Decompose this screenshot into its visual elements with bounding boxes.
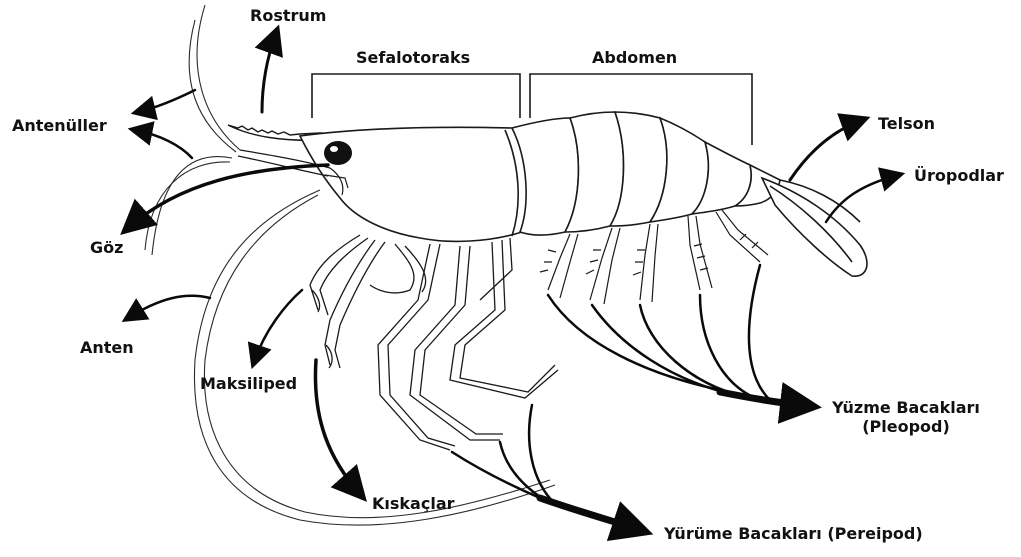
yuzme-arrow-group [548,265,808,406]
label-goz: Göz [90,238,123,257]
label-maksiliped: Maksiliped [200,374,297,393]
sefalotoraks-bracket [312,74,520,118]
yurume-arrow-group [452,405,640,530]
label-yurume-bacaklari: Yürüme Bacakları (Pereipod) [664,524,923,543]
label-kiskaclar: Kıskaçlar [372,494,455,513]
label-yuzme-line1: Yüzme Bacakları [826,398,986,417]
leader-arrows [128,33,898,494]
label-telson: Telson [878,114,935,133]
label-antenuller: Antenüller [12,116,107,135]
front-legs [310,235,426,368]
label-yuzme-line2: (Pleopod) [826,417,986,436]
abdomen-segments [512,112,780,235]
tail-fan [762,178,867,276]
label-rostrum: Rostrum [250,6,326,25]
eye [324,141,352,165]
label-abdomen: Abdomen [592,48,677,67]
label-anten: Anten [80,338,134,357]
label-uropodlar: Üropodlar [914,166,1004,185]
label-yuzme-bacaklari: Yüzme Bacakları (Pleopod) [826,398,986,436]
label-sefalotoraks: Sefalotoraks [356,48,470,67]
